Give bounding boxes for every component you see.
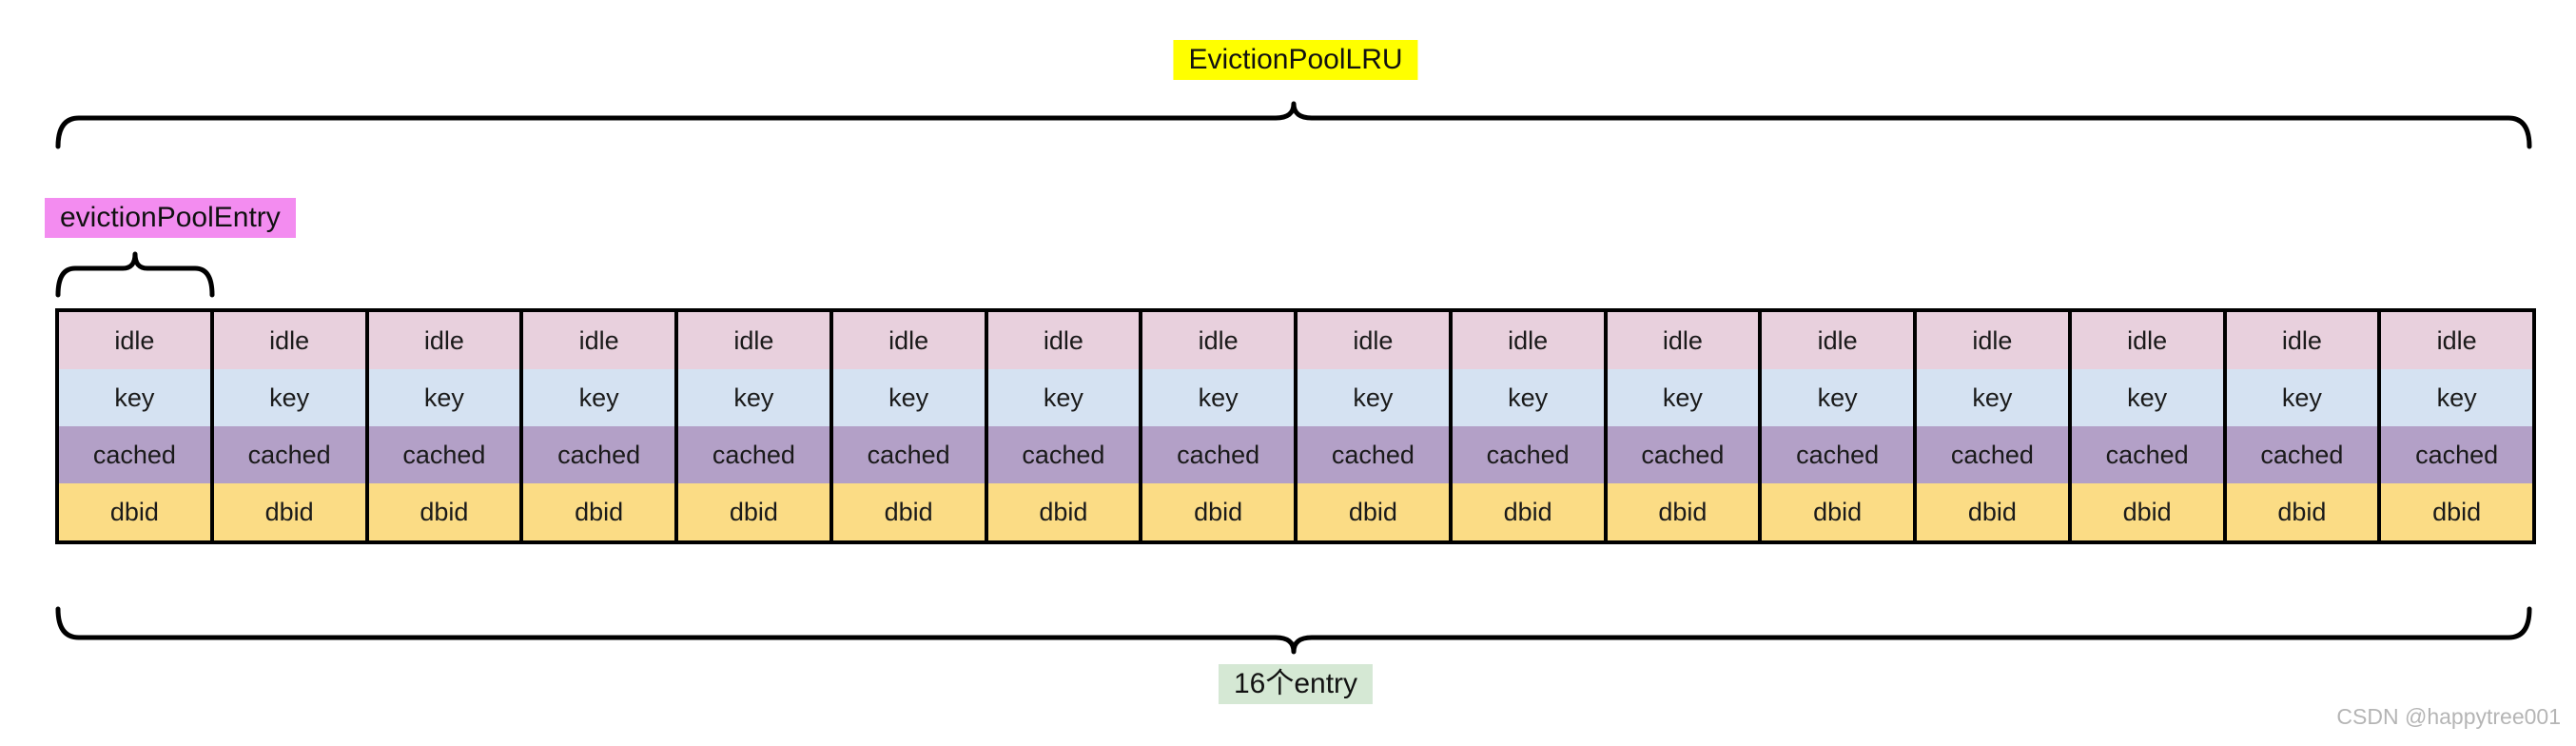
- entry-cell-idle: idle: [678, 312, 829, 369]
- entry-cell-cached: cached: [523, 426, 674, 483]
- entry-span-brace: [55, 251, 215, 298]
- entry-cell-key: key: [2381, 369, 2532, 426]
- entry-cell-idle: idle: [2226, 312, 2378, 369]
- entry-cell-dbid: dbid: [678, 483, 829, 540]
- entry-cell-dbid: dbid: [213, 483, 365, 540]
- entry-cell-idle: idle: [2071, 312, 2223, 369]
- entry-cell-idle: idle: [1298, 312, 1449, 369]
- entry-cell-cached: cached: [1762, 426, 1913, 483]
- entry-cell-dbid: dbid: [2071, 483, 2223, 540]
- entry-cell-key: key: [59, 369, 210, 426]
- entry-cell-dbid: dbid: [2226, 483, 2378, 540]
- entry-cell-dbid: dbid: [368, 483, 520, 540]
- entry-cell-idle: idle: [1607, 312, 1759, 369]
- entry-cell-dbid: dbid: [2381, 483, 2532, 540]
- pool-span-brace: [55, 101, 2532, 149]
- entry-cell-cached: cached: [1917, 426, 2068, 483]
- entry-cell-cached: cached: [1142, 426, 1294, 483]
- entry-cell-key: key: [1607, 369, 1759, 426]
- entry-cell-key: key: [832, 369, 985, 426]
- entry-cell-key: key: [213, 369, 365, 426]
- entry-cell-idle: idle: [2381, 312, 2532, 369]
- entry-cell-idle: idle: [987, 312, 1140, 369]
- entry-cell-key: key: [1142, 369, 1294, 426]
- entry-cell-cached: cached: [1298, 426, 1449, 483]
- entry-cell-idle: idle: [368, 312, 520, 369]
- entry-cell-cached: cached: [368, 426, 520, 483]
- entry-cell-idle: idle: [832, 312, 985, 369]
- entry-cell-key: key: [987, 369, 1140, 426]
- entry-cell-cached: cached: [59, 426, 210, 483]
- entry-cell-dbid: dbid: [1452, 483, 1604, 540]
- entry-cell-dbid: dbid: [59, 483, 210, 540]
- entry-cell-dbid: dbid: [987, 483, 1140, 540]
- pool-title-label: EvictionPoolLRU: [1173, 40, 1418, 80]
- entry-cell-idle: idle: [523, 312, 674, 369]
- entry-cell-cached: cached: [678, 426, 829, 483]
- entry-cell-key: key: [1917, 369, 2068, 426]
- entry-cell-dbid: dbid: [523, 483, 674, 540]
- entry-count-label: 16个entry: [1218, 664, 1374, 704]
- watermark: CSDN @happytree001: [2336, 704, 2561, 729]
- entry-cell-key: key: [1452, 369, 1604, 426]
- entry-cell-idle: idle: [213, 312, 365, 369]
- entry-cell-idle: idle: [1142, 312, 1294, 369]
- entry-cell-dbid: dbid: [1762, 483, 1913, 540]
- entry-cell-cached: cached: [213, 426, 365, 483]
- entry-cell-key: key: [2226, 369, 2378, 426]
- entry-cell-idle: idle: [59, 312, 210, 369]
- entry-cell-key: key: [2071, 369, 2223, 426]
- entry-cell-key: key: [678, 369, 829, 426]
- entry-cell-key: key: [1762, 369, 1913, 426]
- entry-cell-cached: cached: [1452, 426, 1604, 483]
- entry-cell-cached: cached: [987, 426, 1140, 483]
- entry-cell-cached: cached: [832, 426, 985, 483]
- entry-cell-idle: idle: [1762, 312, 1913, 369]
- entry-cell-dbid: dbid: [1607, 483, 1759, 540]
- entry-cell-idle: idle: [1917, 312, 2068, 369]
- entry-cell-cached: cached: [2071, 426, 2223, 483]
- entry-count-brace: [55, 606, 2532, 655]
- entry-cell-dbid: dbid: [1298, 483, 1449, 540]
- entry-cell-cached: cached: [2381, 426, 2532, 483]
- entry-cell-key: key: [523, 369, 674, 426]
- entry-cell-dbid: dbid: [1142, 483, 1294, 540]
- entry-cell-cached: cached: [1607, 426, 1759, 483]
- entry-cell-idle: idle: [1452, 312, 1604, 369]
- entry-cell-dbid: dbid: [832, 483, 985, 540]
- entry-cell-key: key: [1298, 369, 1449, 426]
- entry-title-label: evictionPoolEntry: [45, 198, 296, 238]
- entry-cell-cached: cached: [2226, 426, 2378, 483]
- entry-cell-dbid: dbid: [1917, 483, 2068, 540]
- entry-cell-key: key: [368, 369, 520, 426]
